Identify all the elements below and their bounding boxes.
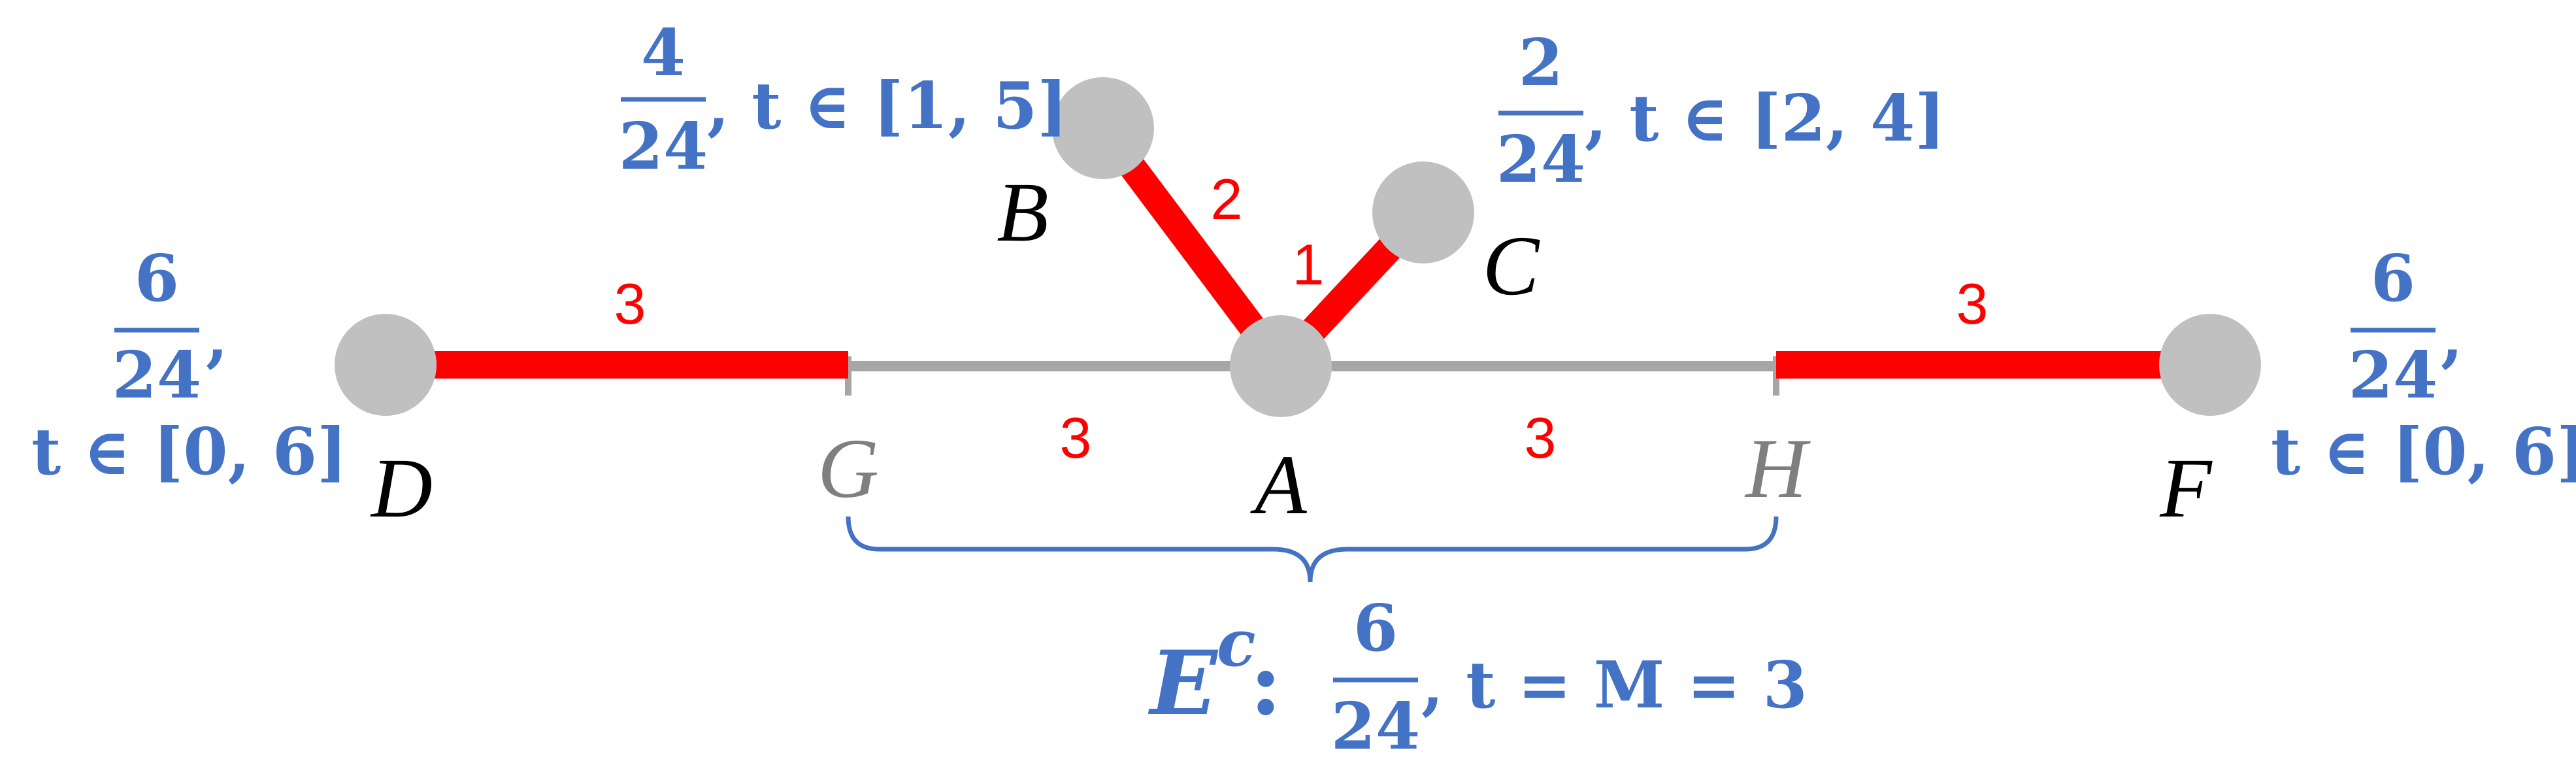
annotation-d-numerator: 6	[135, 241, 179, 316]
annotation-f-comma: ,	[2441, 300, 2463, 375]
brace-g-h	[846, 516, 1779, 583]
node-f	[2159, 314, 2261, 416]
weight-b-a: 2	[1211, 167, 1243, 231]
node-label-d: D	[370, 441, 433, 535]
weight-a-h: 3	[1525, 405, 1557, 470]
node-label-a: A	[1249, 438, 1307, 532]
node-label-b: B	[997, 165, 1048, 260]
weight-h-f: 3	[1957, 271, 1989, 336]
annotation-c-denominator: 24	[1496, 122, 1585, 197]
annotation-c-interval: , t ∈ [2, 4]	[1585, 81, 1945, 156]
weight-c-a: 1	[1293, 232, 1325, 297]
annotation-f-interval: t ∈ [0, 6]	[2271, 415, 2576, 490]
annotation-c-numerator: 2	[1519, 25, 1563, 101]
annotation-b: 4 24 , t ∈ [1, 5]	[619, 16, 1068, 184]
node-d	[335, 314, 437, 416]
node-label-f: F	[2159, 441, 2213, 535]
annotation-d-denominator: 24	[112, 338, 201, 413]
annotation-f-denominator: 24	[2349, 338, 2437, 413]
annotation-f-numerator: 6	[2371, 241, 2415, 316]
annotation-d-interval: t ∈ [0, 6]	[31, 415, 347, 490]
annotation-ec-superscript: c	[1217, 606, 1256, 681]
annotation-c: 2 24 , t ∈ [2, 4]	[1496, 25, 1945, 197]
annotation-d: 6 24 , t ∈ [0, 6]	[31, 241, 347, 490]
weight-d-g: 3	[614, 271, 646, 336]
annotation-b-denominator: 24	[619, 109, 708, 184]
annotation-ec-symbol: E	[1148, 631, 1219, 735]
weight-g-a: 3	[1060, 405, 1092, 470]
node-c	[1372, 161, 1474, 263]
node-b	[1052, 77, 1154, 179]
annotation-ec-equation: , t = M = 3	[1421, 648, 1808, 723]
node-a	[1230, 315, 1332, 417]
annotation-b-numerator: 4	[641, 16, 685, 91]
annotation-ec: E c : 6 24 , t = M = 3	[1148, 591, 1808, 763]
node-label-h: H	[1744, 422, 1811, 516]
node-label-g: G	[817, 422, 879, 516]
annotation-ec-numerator: 6	[1353, 591, 1398, 666]
annotation-b-interval: , t ∈ [1, 5]	[707, 69, 1068, 144]
annotation-d-comma: ,	[206, 300, 228, 375]
annotation-ec-denominator: 24	[1331, 689, 1420, 763]
annotation-ec-colon: :	[1249, 631, 1282, 735]
node-label-c: C	[1483, 219, 1540, 313]
annotation-f: 6 24 , t ∈ [0, 6]	[2271, 241, 2576, 490]
